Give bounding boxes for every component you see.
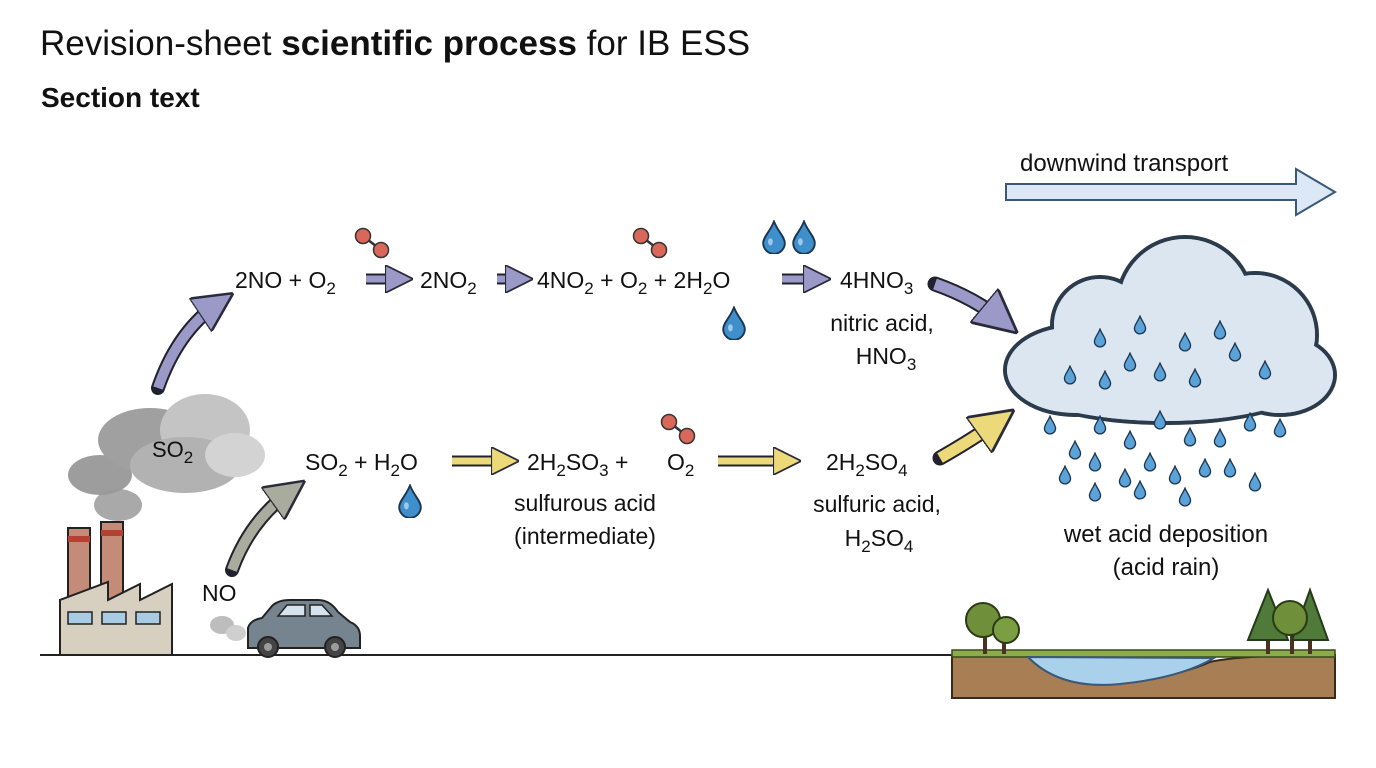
sulfurous-acid-name: sulfurous acid <box>514 490 656 516</box>
oxygen-molecule-icon <box>660 413 696 445</box>
deposition-note: (acid rain) <box>1113 554 1220 581</box>
raindrop-icon <box>1183 427 1197 447</box>
smoke-cloud-icon <box>68 394 265 521</box>
raindrop-icon <box>1223 458 1237 478</box>
sulfur-step2-reactants: 2H2SO3 + <box>527 449 628 480</box>
arrow-so2-to-sulfur <box>227 490 292 572</box>
nitric-acid-formula: 4HNO3 <box>840 267 913 298</box>
title-bold: scientific process <box>281 24 577 63</box>
deposition-label: wet acid deposition <box>1063 521 1268 548</box>
raindrop-icon <box>1178 487 1192 507</box>
water-drop-icon <box>762 220 786 254</box>
downwind-transport-label: downwind transport <box>1020 150 1228 177</box>
no-exhaust-label: NO <box>202 580 237 606</box>
sulfur-step1-reactants: SO2 + H2O <box>305 449 418 480</box>
car-icon <box>210 599 361 658</box>
sulfurous-acid-note: (intermediate) <box>514 523 656 549</box>
section-subtitle: Section text <box>41 82 200 113</box>
title-prefix: Revision-sheet <box>40 24 272 63</box>
tree-icon <box>1246 587 1330 654</box>
raindrop-icon <box>1273 418 1287 438</box>
factory-icon <box>59 521 173 656</box>
nitric-acid-formula-label: HNO3 <box>856 343 917 374</box>
transport-arrow-icon <box>1005 167 1337 217</box>
so2-smoke-label: SO2 <box>152 437 193 467</box>
page-title: Revision-sheet scientific process for IB… <box>40 24 750 64</box>
water-drop-icon <box>792 220 816 254</box>
raindrop-icon <box>1068 440 1082 460</box>
arrow-sulfuric-to-cloud <box>937 420 1000 463</box>
arrow-nitric-to-cloud <box>933 278 1004 322</box>
tree-icon <box>965 602 1020 654</box>
raindrop-icon <box>1168 465 1182 485</box>
raindrop-icon <box>1088 452 1102 472</box>
sulfur-step2-oxygen: O2 <box>667 449 694 480</box>
raindrop-icon <box>1123 430 1137 450</box>
raindrop-icon <box>1058 465 1072 485</box>
raindrop-icon <box>1133 480 1147 500</box>
raindrop-icon <box>1213 428 1227 448</box>
arrow-no-to-nitrogen <box>153 302 220 390</box>
raindrop-icon <box>1198 458 1212 478</box>
rain-cloud-icon <box>1003 235 1337 425</box>
sulfuric-acid-formula-label: H2SO4 <box>845 525 914 556</box>
raindrop-icon <box>1043 415 1057 435</box>
landscape-icon <box>951 649 1336 699</box>
nitrogen-step2-reactants: 4NO2 + O2 + 2H2O <box>537 267 730 298</box>
title-suffix: for IB ESS <box>586 24 751 63</box>
raindrop-icon <box>1118 468 1132 488</box>
sulfuric-acid-formula: 2H2SO4 <box>826 449 908 480</box>
raindrop-icon <box>1143 452 1157 472</box>
nitrogen-step1-product: 2NO2 <box>420 267 477 298</box>
water-drop-icon <box>722 306 746 340</box>
pond-icon <box>1025 655 1218 686</box>
sulfuric-acid-name: sulfuric acid, <box>813 491 941 517</box>
nitric-acid-name: nitric acid, <box>830 310 934 336</box>
water-drop-icon <box>398 484 422 518</box>
nitrogen-step1-reactants: 2NO + O2 <box>235 267 336 298</box>
oxygen-molecule-icon <box>632 227 668 259</box>
raindrop-icon <box>1088 482 1102 502</box>
oxygen-molecule-icon <box>354 227 390 259</box>
raindrop-icon <box>1248 472 1262 492</box>
